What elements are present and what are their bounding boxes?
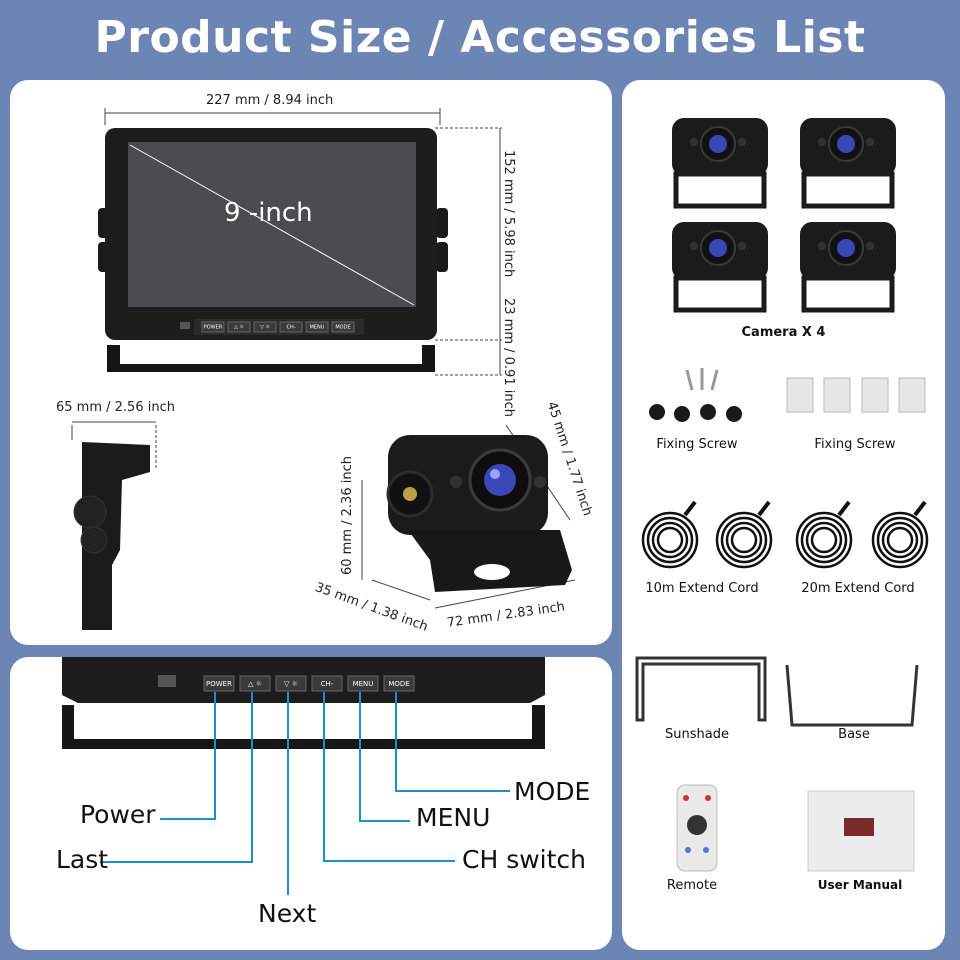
camera-set-image xyxy=(672,118,896,310)
monitor-button-label-0: POWER xyxy=(206,680,232,688)
user-manual-label: User Manual xyxy=(817,878,903,892)
cord-20m-label: 20m Extend Cord xyxy=(801,581,915,596)
monitor-button-2 xyxy=(275,675,307,692)
camera-drawing xyxy=(361,424,576,609)
camera-height-label: 60 mm / 2.36 inch xyxy=(340,456,355,575)
cord-10m-label: 10m Extend Cord xyxy=(645,581,759,596)
camera-label: Camera X 4 xyxy=(741,325,826,340)
monitor-button-label-2: ▽ ☼ xyxy=(284,680,298,688)
cord-10m-image xyxy=(641,500,773,569)
monitor-mini-button-label-0: POWER xyxy=(204,325,223,331)
fixing-screw-image-1 xyxy=(649,368,742,422)
mode-callout: MODE xyxy=(514,777,591,806)
size-drawings: POWER △ ☼ ▽ ☼ CH- MENU MODE xyxy=(71,108,576,630)
monitor-front-drawing xyxy=(98,128,448,372)
monitor-mini-button-label-3: CH- xyxy=(286,325,295,331)
monitor-button-5 xyxy=(383,675,415,692)
next-callout: Next xyxy=(258,899,317,928)
button-callout-drawing: POWER △ ☼ ▽ ☼ CH- MENU MODE xyxy=(62,657,545,895)
monitor-base-label: 23 mm / 0.91 inch xyxy=(501,298,516,417)
monitor-depth-label: 65 mm / 2.56 inch xyxy=(56,400,175,415)
monitor-button-label-3: CH- xyxy=(321,680,334,688)
monitor-height-label: 152 mm / 5.98 inch xyxy=(501,150,516,278)
screen-size-label: 9 -inch xyxy=(224,198,313,228)
monitor-button-label-4: MENU xyxy=(353,680,374,688)
fixing-screw-label-2: Fixing Screw xyxy=(814,437,896,452)
monitor-button-1 xyxy=(239,675,271,692)
cord-20m-image xyxy=(795,500,929,569)
ch-switch-callout: CH switch xyxy=(462,845,587,874)
monitor-mini-button-5 xyxy=(331,321,355,333)
monitor-button-0 xyxy=(203,675,235,692)
monitor-mini-button-label-1: △ ☼ xyxy=(234,325,244,331)
menu-callout: MENU xyxy=(416,803,491,832)
monitor-mini-button-4 xyxy=(305,321,329,333)
accessories-panel: Camera X 4 Fixing Screw Fixing Screw 10m… xyxy=(622,80,945,950)
monitor-button-label-5: MODE xyxy=(388,680,409,688)
monitor-mini-button-3 xyxy=(279,321,303,333)
base-label: Base xyxy=(838,727,870,742)
monitor-button-label-1: △ ☼ xyxy=(248,680,262,688)
monitor-width-label: 227 mm / 8.94 inch xyxy=(206,93,334,108)
page-title: Product Size / Accessories List xyxy=(94,12,866,63)
fixing-screw-label-1: Fixing Screw xyxy=(656,437,738,452)
power-callout: Power xyxy=(80,800,156,829)
sunshade-image xyxy=(635,656,767,722)
remote-label: Remote xyxy=(666,878,718,893)
remote-image xyxy=(676,784,718,872)
monitor-mini-button-0 xyxy=(201,321,225,333)
accessories-drawings xyxy=(635,80,929,872)
monitor-mini-button-1 xyxy=(227,321,251,333)
monitor-mini-button-2 xyxy=(253,321,277,333)
fixing-screw-image-2 xyxy=(786,377,926,413)
user-manual-image xyxy=(807,790,915,872)
buttons-panel: POWER △ ☼ ▽ ☼ CH- MENU MODE Power Last Next C… xyxy=(10,657,612,950)
sunshade-label: Sunshade xyxy=(665,727,729,742)
monitor-mini-button-label-5: MODE xyxy=(335,325,350,331)
monitor-side-drawing xyxy=(73,442,150,630)
monitor-button-4 xyxy=(347,675,379,692)
base-image xyxy=(785,664,919,727)
monitor-button-3 xyxy=(311,675,343,692)
monitor-mini-button-label-4: MENU xyxy=(310,325,325,331)
last-callout: Last xyxy=(56,845,109,874)
monitor-mini-button-label-2: ▽ ☼ xyxy=(260,325,270,331)
